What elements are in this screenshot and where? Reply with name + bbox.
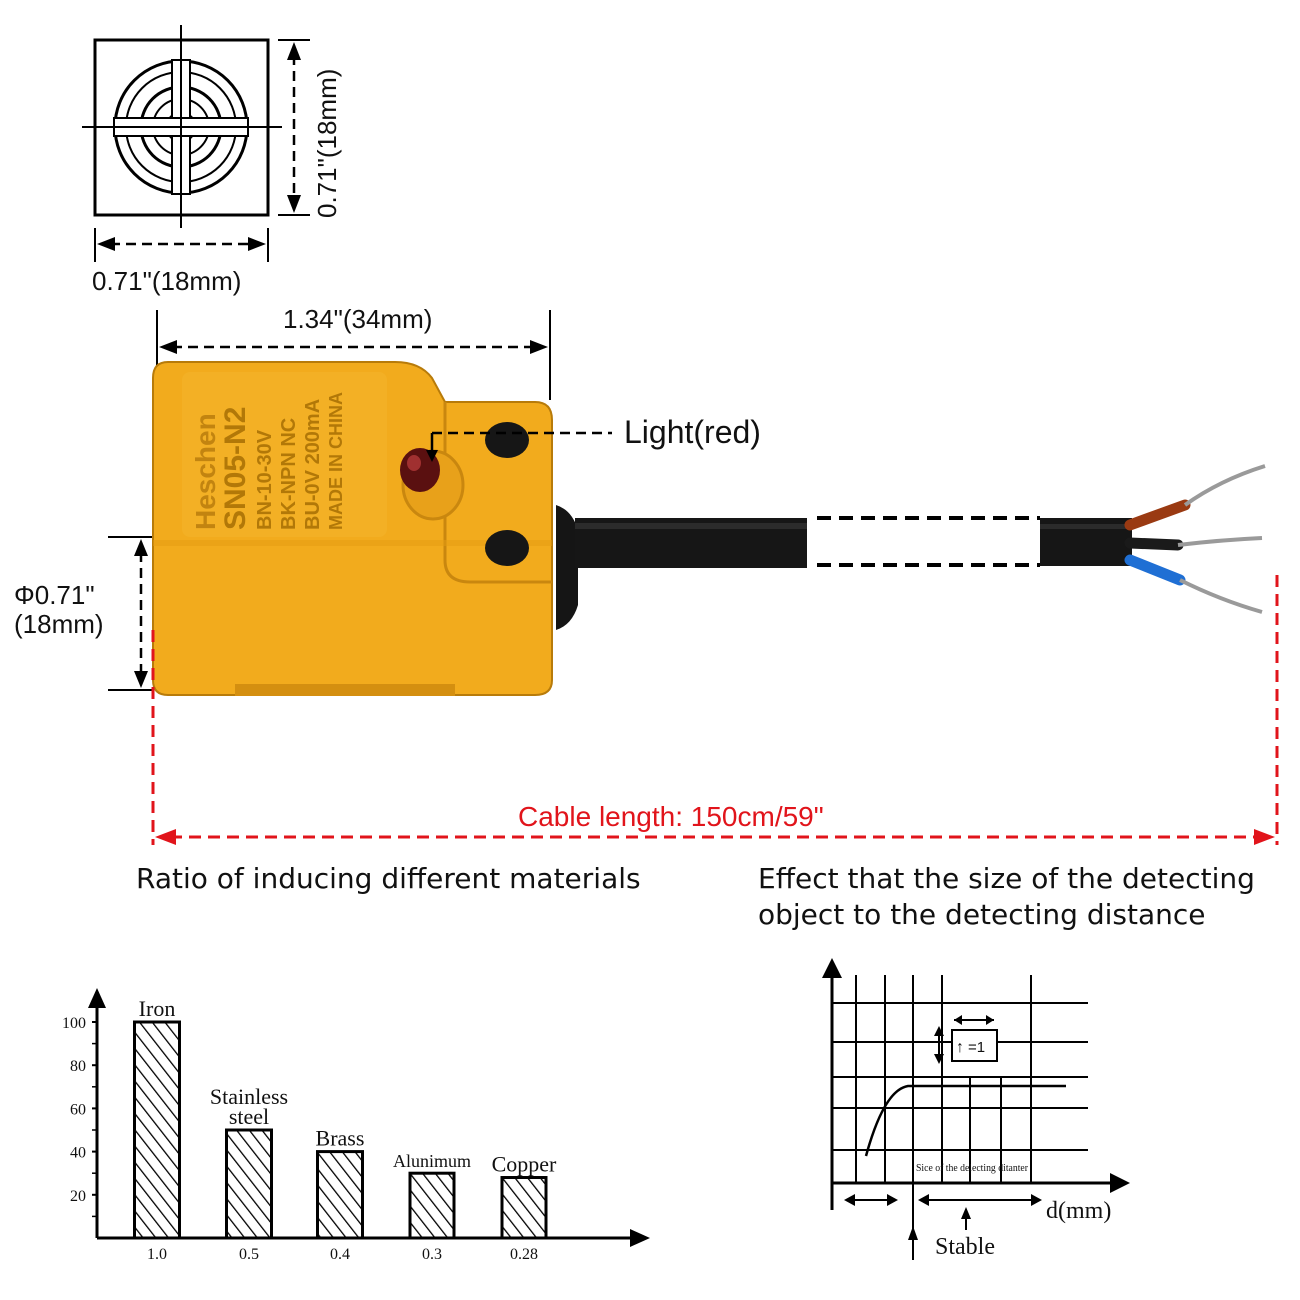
width-dimension: 0.71"(18mm) bbox=[92, 228, 269, 296]
label-line2: BK-NPN NC bbox=[278, 418, 300, 530]
y-tick-label: 20 bbox=[70, 1188, 86, 1205]
y-tick-label: 60 bbox=[70, 1101, 86, 1118]
annotation-box-label: =1 bbox=[968, 1039, 985, 1056]
bar-category-label: steel bbox=[229, 1104, 269, 1129]
width-label: 0.71"(18mm) bbox=[92, 266, 241, 296]
diameter-label-1: Φ0.71" bbox=[14, 580, 95, 610]
model-text: SN05-N2 bbox=[219, 407, 252, 530]
cable bbox=[556, 464, 1266, 630]
bar bbox=[408, 1171, 456, 1240]
length-label: 1.34"(34mm) bbox=[283, 304, 432, 334]
light-callout: Light(red) bbox=[426, 414, 761, 462]
y-tick-label: 40 bbox=[70, 1145, 86, 1162]
diameter-label-2: (18mm) bbox=[14, 609, 104, 639]
bar bbox=[225, 1128, 273, 1240]
x-tick-label: 0.3 bbox=[422, 1246, 442, 1263]
right-section-title-1: Effect that the size of the detecting bbox=[758, 862, 1255, 895]
x-tick-label: 1.0 bbox=[147, 1246, 167, 1263]
bar bbox=[316, 1150, 364, 1240]
label-line3: BU-0V 200mA bbox=[302, 399, 324, 530]
diameter-dimension: Φ0.71" (18mm) bbox=[14, 536, 152, 691]
bar-category-label: Stainless bbox=[210, 1084, 288, 1109]
bar bbox=[500, 1176, 548, 1240]
cable-length-dimension: Cable length: 150cm/59" bbox=[151, 575, 1279, 845]
x-tick-label: 0.4 bbox=[330, 1246, 350, 1263]
height-label: 0.71"(18mm) bbox=[312, 69, 342, 218]
light-label: Light(red) bbox=[624, 414, 761, 450]
detecting-distance-chart: ↑ =1 Sice of the delecting ditanter d(mm… bbox=[822, 958, 1130, 1260]
sensor-label: Heschen SN05-N2 BN-10-30V BK-NPN NC BU-0… bbox=[190, 392, 346, 530]
label-line1: BN-10-30V bbox=[254, 429, 276, 530]
sensor-body bbox=[152, 361, 553, 696]
cable-length-label: Cable length: 150cm/59" bbox=[518, 801, 824, 832]
bar-category-label: Iron bbox=[139, 996, 176, 1021]
stable-label: Stable bbox=[935, 1234, 995, 1260]
x-tick-label: 0.5 bbox=[239, 1246, 259, 1263]
bar-category-label: Copper bbox=[492, 1152, 557, 1177]
height-dimension: 0.71"(18mm) bbox=[278, 39, 342, 218]
y-tick-label: 80 bbox=[70, 1058, 86, 1075]
face-view bbox=[82, 25, 282, 228]
brand-text: Heschen bbox=[190, 413, 221, 530]
bar-category-label: Brass bbox=[316, 1126, 365, 1151]
bar-category-label: Alunimum bbox=[393, 1151, 471, 1171]
x-axis-label: d(mm) bbox=[1046, 1198, 1111, 1224]
right-section-title-2: object to the detecting distance bbox=[758, 898, 1205, 931]
svg-text:↑: ↑ bbox=[956, 1039, 964, 1056]
bar bbox=[133, 1020, 181, 1240]
length-dimension: 1.34"(34mm) bbox=[156, 304, 551, 400]
label-line4: MADE IN CHINA bbox=[326, 392, 346, 530]
left-section-title: Ratio of inducing different materials bbox=[136, 862, 641, 895]
y-tick-label: 100 bbox=[62, 1015, 86, 1032]
curve-label: Sice of the delecting ditanter bbox=[916, 1162, 1028, 1174]
x-tick-label: 0.28 bbox=[510, 1246, 538, 1263]
